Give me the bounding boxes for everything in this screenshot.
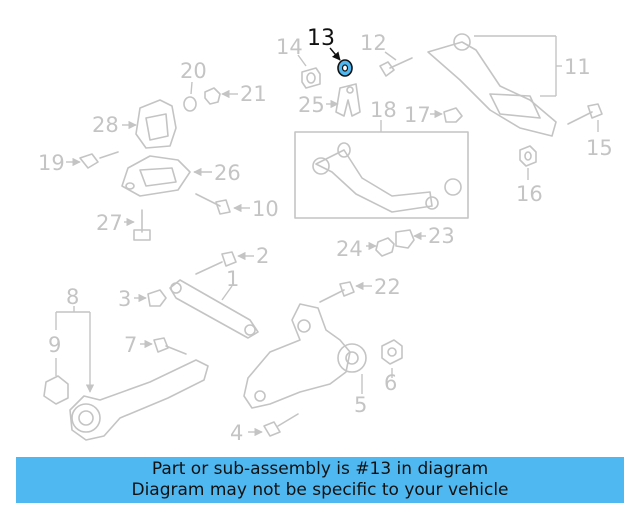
part-3-nut (147, 289, 167, 307)
part-15-bolt (567, 103, 603, 125)
part-26-mount (121, 155, 191, 197)
callout-13: 13 (307, 26, 335, 51)
callout-25: 25 (298, 93, 325, 117)
callout-14: 14 (276, 35, 303, 59)
part-16-bushing (519, 145, 537, 167)
part-23-bracket (395, 229, 415, 249)
callout-28: 28 (92, 113, 119, 137)
part-12-bolt (379, 57, 413, 77)
parts-diagram: 13 14 12 25 20 21 28 19 (38, 26, 613, 445)
part-9-cap (43, 375, 69, 405)
callout-20: 20 (180, 59, 207, 83)
part-4-bolt (263, 413, 299, 437)
callout-17: 17 (404, 103, 431, 127)
callout-11: 11 (564, 55, 591, 79)
callout-26: 26 (214, 161, 241, 185)
part-1-lateral-link (169, 279, 259, 339)
callout-1: 1 (226, 267, 239, 291)
callout-5: 5 (354, 393, 367, 417)
part-6-bushing (381, 339, 403, 365)
leader-13 (329, 47, 341, 61)
part-22-bolt (319, 281, 355, 303)
part-5-knuckle (243, 303, 367, 409)
callout-16: 16 (516, 182, 543, 206)
part-24-nut (375, 237, 395, 257)
callout-8: 8 (66, 285, 79, 309)
callout-6: 6 (384, 371, 397, 395)
callout-7: 7 (124, 333, 137, 357)
callout-15: 15 (586, 136, 613, 160)
part-11-lower-arm (427, 33, 557, 137)
part-28-mount (135, 99, 177, 149)
callout-12: 12 (360, 31, 387, 55)
part-10-bolt (195, 193, 231, 215)
part-21-nut (204, 87, 221, 105)
part-18-link-assembly (294, 131, 469, 219)
part-8-trailing-arm (69, 359, 209, 441)
callout-21: 21 (240, 82, 267, 106)
callout-23: 23 (428, 224, 455, 248)
part-7-bolt (153, 337, 187, 355)
callout-24: 24 (336, 237, 363, 261)
callout-18: 18 (370, 98, 397, 122)
part-25-bracket (335, 83, 361, 117)
part-2-bolt (195, 251, 237, 275)
part-27-bolt (133, 209, 151, 241)
part-17-nut (443, 107, 463, 123)
callout-3: 3 (118, 287, 131, 311)
callout-2: 2 (256, 244, 269, 268)
banner-line-2: Diagram may not be specific to your vehi… (131, 480, 509, 500)
callout-22: 22 (374, 275, 401, 299)
callout-9: 9 (48, 333, 61, 357)
part-14-nut (301, 67, 321, 89)
part-13-washer[interactable] (337, 59, 353, 77)
callout-19: 19 (38, 151, 65, 175)
callout-27: 27 (96, 211, 123, 235)
part-19-bolt (79, 151, 119, 169)
callout-4: 4 (230, 421, 243, 445)
info-banner: Part or sub-assembly is #13 in diagram D… (16, 457, 624, 503)
part-20-washer (183, 96, 197, 112)
banner-line-1: Part or sub-assembly is #13 in diagram (151, 459, 489, 479)
callout-10: 10 (252, 197, 279, 221)
